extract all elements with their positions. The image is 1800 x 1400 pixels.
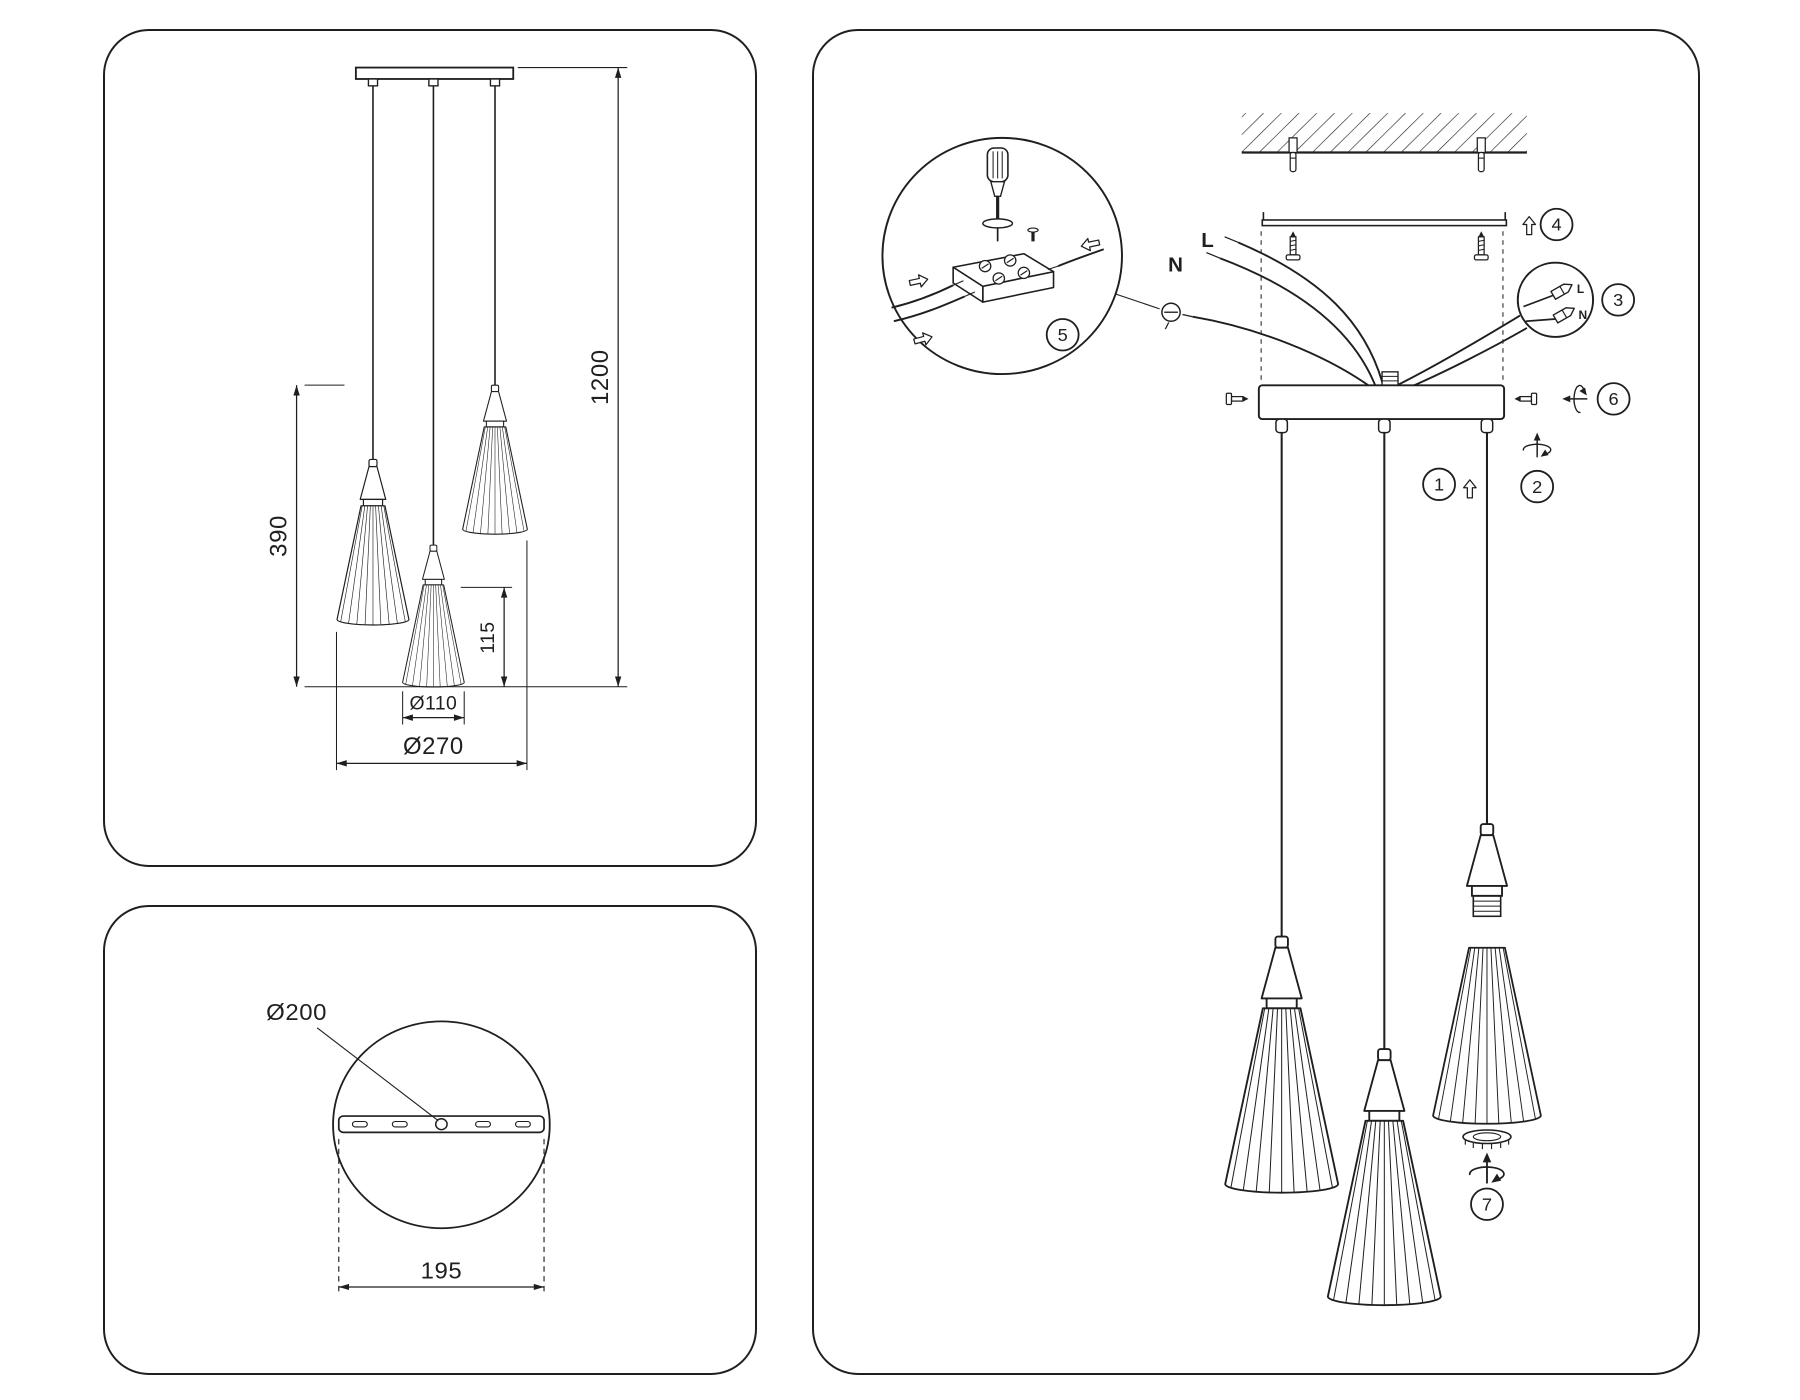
pendant-lamp-1: [1225, 937, 1338, 1193]
pendant-fixture-front: [354, 66, 515, 547]
bracket-screw-icon: [1285, 230, 1301, 261]
panel-front-view: 1200 390 115 Ø: [103, 29, 757, 867]
dimension-390: 390: [265, 384, 345, 687]
pendant-lamp-right: [463, 385, 528, 534]
mains-wires: [1182, 236, 1528, 391]
up-arrow-icon: [1522, 215, 1537, 236]
ground-screw-icon: [1161, 302, 1181, 330]
rotate-arrow-icon: [1522, 431, 1552, 459]
step-badge-3: 3: [1601, 283, 1636, 317]
canopy-screw-left-icon: [1225, 392, 1249, 406]
dimension-270: Ø270: [335, 540, 528, 771]
socket-thread: [1472, 895, 1502, 918]
assembly-drawing: 4 N L: [881, 113, 1636, 1373]
dim-label-shade-diameter: Ø110: [410, 693, 458, 715]
dimension-200: Ø200: [266, 1000, 439, 1121]
pendant-lamp-2: [1328, 1049, 1441, 1305]
dim-label-canopy-diameter: Ø200: [266, 1000, 327, 1025]
canopy-bar: [354, 66, 515, 80]
panel-assembly-steps: 4 N L: [812, 29, 1700, 1375]
step-number: 2: [1532, 477, 1542, 497]
wire-label-live: L: [1201, 230, 1214, 252]
canopy-screw-right-icon: [1514, 392, 1538, 406]
up-arrow-icon: [1462, 479, 1477, 499]
lamp-socket-exploded: [1465, 823, 1508, 897]
dim-label-shade-height: 115: [477, 621, 499, 653]
step-number: 6: [1609, 389, 1619, 409]
dim-label-overall-drop: 1200: [587, 349, 614, 405]
panel-top-view: Ø200 195: [103, 905, 757, 1375]
step-number: 4: [1551, 215, 1561, 235]
pendant-lamp-left: [337, 459, 409, 625]
canopy-circle: [332, 1020, 551, 1230]
bracket-screw-icon: [1473, 230, 1489, 261]
dimension-115: 115: [460, 586, 513, 687]
step-badge-4: 4: [1539, 207, 1574, 242]
dimension-195: 195: [338, 1138, 545, 1296]
step-badge-7: 7: [1470, 1187, 1504, 1221]
step-badge-2: 2: [1520, 469, 1555, 504]
dim-label-fixture-diameter: Ø270: [403, 733, 464, 760]
step-number: 1: [1434, 475, 1444, 495]
detail-wires: [891, 248, 1105, 323]
connector-label-neutral: N: [1578, 308, 1587, 322]
wall-anchor-icon: [1288, 137, 1298, 173]
step-number: 7: [1482, 1195, 1492, 1215]
step-number: 3: [1613, 290, 1623, 310]
dim-label-lamp-drop: 390: [265, 515, 292, 557]
step-badge-5: 5: [1045, 318, 1080, 352]
pendant-lamp-center: [403, 545, 465, 687]
detail-leader-line: [1116, 293, 1160, 310]
dimension-110: Ø110: [402, 691, 465, 725]
wall-anchor-icon: [1476, 137, 1486, 173]
rotate-arrow-icon: [1468, 1151, 1505, 1185]
wire-label-neutral: N: [1168, 255, 1183, 277]
rotate-arrow-icon: [1561, 384, 1589, 414]
canopy-top-view: [332, 1020, 551, 1230]
step-badge-6: 6: [1596, 382, 1631, 416]
shade-exploded: [1432, 946, 1542, 1125]
dimension-1200: 1200: [304, 67, 628, 688]
terminal-block-icon: [952, 227, 1055, 303]
ceiling-canopy: [1257, 371, 1506, 434]
shade-ring: [1462, 1129, 1512, 1150]
step-badge-1: 1: [1422, 467, 1456, 501]
screwdriver-icon: [982, 147, 1014, 242]
mounting-bracket: [1261, 212, 1508, 227]
wiring-detail: [881, 136, 1123, 376]
dim-label-mount-spacing: 195: [421, 1258, 463, 1283]
connector-label-live: L: [1577, 282, 1584, 296]
top-view-drawing: Ø200 195: [266, 1000, 551, 1296]
wire-connector-detail: L N: [1516, 261, 1595, 338]
front-view-drawing: 1200 390 115 Ø: [265, 66, 628, 771]
step-number: 5: [1058, 325, 1068, 345]
pendant-cords: [1280, 432, 1489, 1051]
alignment-guides: [1260, 231, 1504, 384]
